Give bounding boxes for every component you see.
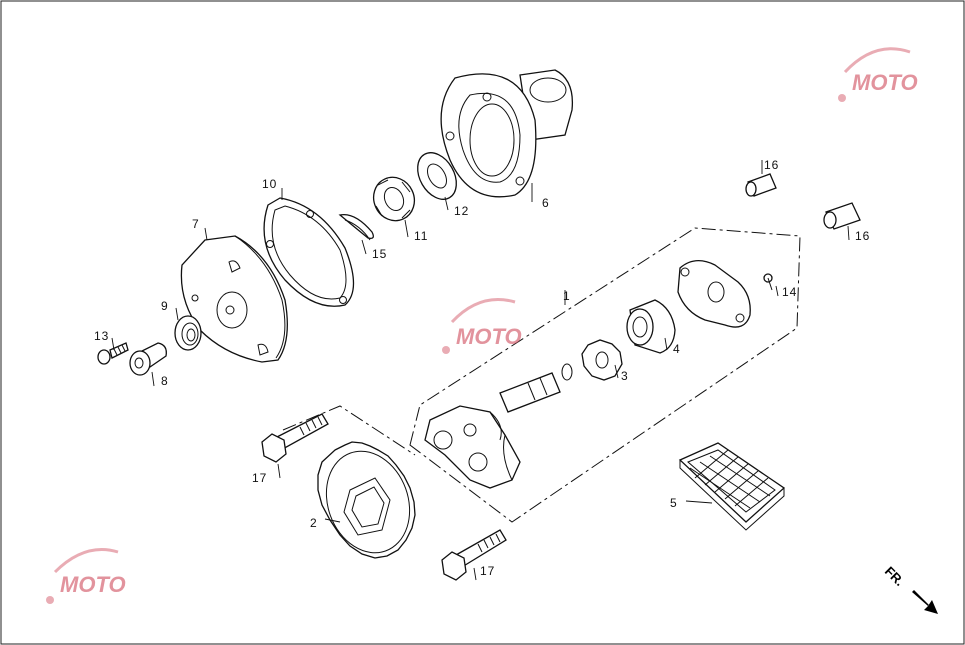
leader-4 bbox=[664, 337, 668, 351]
callout-3: 3 bbox=[621, 369, 629, 383]
leader-15 bbox=[361, 239, 367, 255]
part-12-washer bbox=[417, 152, 457, 200]
callout-6: 6 bbox=[542, 196, 550, 210]
leader-9 bbox=[175, 307, 179, 321]
leader-5 bbox=[685, 500, 713, 504]
part-snap-ring bbox=[561, 363, 573, 381]
callout-16a: 16 bbox=[764, 158, 779, 172]
leader-3 bbox=[614, 364, 619, 379]
callout-4: 4 bbox=[673, 342, 681, 356]
watermark-logo-3: MOTO bbox=[60, 572, 126, 597]
part-10-gasket bbox=[263, 197, 355, 307]
leader-2 bbox=[324, 518, 341, 523]
leader-12 bbox=[444, 196, 449, 211]
part-16-dowel-upper bbox=[745, 173, 777, 197]
part-1-pump-body bbox=[424, 372, 561, 489]
watermark-top-right: MOTO bbox=[838, 47, 918, 102]
front-direction-indicator: FR. bbox=[882, 564, 938, 614]
callout-15: 15 bbox=[372, 247, 387, 261]
part-5-strainer bbox=[678, 442, 786, 531]
leader-7 bbox=[204, 227, 208, 241]
part-11-nut bbox=[372, 176, 416, 222]
leader-17b bbox=[473, 567, 477, 581]
callout-12: 12 bbox=[454, 204, 469, 218]
front-arrow-icon bbox=[912, 590, 938, 614]
watermark-bottom-left: MOTO bbox=[46, 548, 126, 604]
callout-16b: 16 bbox=[855, 229, 870, 243]
callout-7: 7 bbox=[192, 217, 200, 231]
part-13-screw bbox=[97, 342, 129, 365]
callout-5: 5 bbox=[670, 496, 678, 510]
part-2-driven-gear bbox=[317, 441, 416, 559]
watermark-logo-2: MOTO bbox=[456, 324, 522, 349]
watermark-logo-1: MOTO bbox=[852, 70, 918, 95]
assembly-boundary bbox=[409, 227, 801, 523]
leader-16b bbox=[847, 225, 850, 241]
callout-10: 10 bbox=[262, 177, 277, 191]
gear-boundary bbox=[282, 405, 416, 456]
leader-8 bbox=[151, 371, 155, 387]
part-8-pin bbox=[129, 342, 167, 376]
callout-17a: 17 bbox=[252, 471, 267, 485]
part-6-pump-cover bbox=[440, 69, 574, 198]
callout-8: 8 bbox=[161, 374, 169, 388]
part-14-plate bbox=[677, 260, 751, 328]
part-16-dowel-lower bbox=[823, 202, 861, 230]
callout-9: 9 bbox=[161, 299, 169, 313]
part-14-screw bbox=[763, 273, 773, 291]
leader-17a bbox=[277, 463, 281, 479]
part-15-clip bbox=[338, 213, 374, 241]
front-label: FR. bbox=[882, 564, 907, 589]
callout-11: 11 bbox=[414, 229, 428, 243]
leader-11 bbox=[404, 219, 409, 238]
callout-13: 13 bbox=[94, 329, 109, 343]
part-4-outer-rotor bbox=[626, 299, 676, 354]
part-3-inner-rotor bbox=[581, 339, 623, 381]
part-7-cover-plate bbox=[180, 235, 288, 363]
leader-14 bbox=[775, 285, 779, 297]
part-17-bolt-upper bbox=[261, 413, 329, 463]
callout-2: 2 bbox=[310, 516, 318, 530]
callout-14: 14 bbox=[782, 285, 797, 299]
watermark-center: MOTO bbox=[442, 298, 522, 354]
callout-1: 1 bbox=[563, 289, 571, 303]
part-17-bolt-lower bbox=[441, 529, 507, 581]
callout-17b: 17 bbox=[480, 564, 495, 578]
leader-13 bbox=[111, 337, 115, 351]
part-9-spring-seal bbox=[174, 315, 202, 351]
